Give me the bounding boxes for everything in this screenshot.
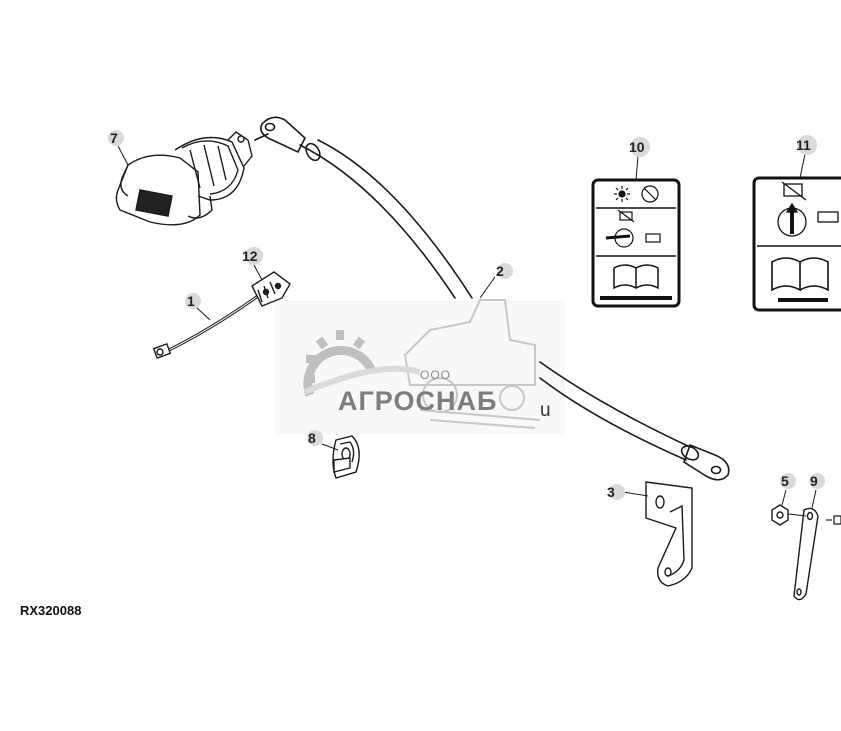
svg-text:11: 11: [796, 137, 811, 153]
disconnect-switch: [115, 131, 253, 226]
svg-text:2: 2: [496, 263, 504, 279]
svg-text:8: 8: [308, 430, 316, 446]
svg-text:3: 3: [607, 484, 615, 500]
callout-5: 5: [780, 473, 796, 489]
decal-11: [752, 176, 841, 312]
callout-1: 1: [185, 293, 201, 309]
leader-lines: [117, 145, 817, 517]
watermark: [275, 299, 565, 435]
sun-icon: [614, 186, 630, 202]
watermark-suffix-text: u: [540, 400, 551, 421]
nut: [771, 504, 789, 526]
manual-book-icon: [613, 264, 659, 290]
battery-strap: [793, 507, 819, 601]
callout-11: 11: [796, 135, 817, 155]
svg-text:7: 7: [110, 130, 118, 146]
callout-7: 7: [108, 130, 124, 146]
mounting-bracket: [645, 481, 693, 587]
manual-book-icon-2: [771, 257, 829, 292]
watermark-small-text: ООО: [420, 368, 451, 382]
callout-8: 8: [307, 430, 323, 446]
watermark-combine-icon: [403, 299, 541, 429]
callout-3: 3: [607, 484, 625, 500]
svg-text:12: 12: [242, 248, 258, 264]
decal-10: [591, 178, 681, 308]
callout-2: 2: [496, 263, 513, 279]
bolt-partial: [826, 515, 841, 525]
battery-disconnect-icon: [605, 209, 661, 248]
callout-12: 12: [242, 247, 263, 265]
no-spark-icon: [641, 185, 659, 203]
callouts: 7 12 1 2 8 3 5 9: [108, 130, 825, 500]
svg-text:10: 10: [629, 139, 645, 155]
figure-id: RX320088: [20, 603, 81, 618]
callout-9: 9: [809, 473, 825, 489]
svg-text:5: 5: [781, 473, 789, 489]
watermark-brand-text: АГРОСНАБ: [338, 386, 497, 416]
cable-clip: [332, 435, 360, 479]
callout-10: 10: [629, 137, 650, 157]
wiring-lead: [152, 271, 291, 359]
svg-text:1: 1: [187, 293, 195, 309]
battery-cable: [254, 116, 730, 481]
svg-text:9: 9: [810, 473, 818, 489]
battery-disconnect-icon-2: [777, 181, 839, 237]
